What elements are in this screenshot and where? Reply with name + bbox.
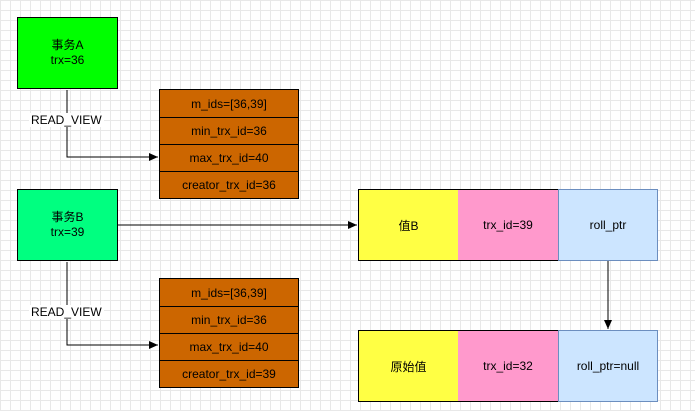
connector-a-readview bbox=[66, 90, 158, 161]
record-current-roll-ptr: roll_ptr bbox=[558, 189, 658, 261]
record-original-roll-ptr: roll_ptr=null bbox=[558, 330, 658, 402]
record-current-trx-id: trx_id=39 bbox=[458, 189, 558, 261]
read-view-b-m-ids: m_ids=[36,39] bbox=[159, 278, 299, 307]
transaction-b-trx: trx=39 bbox=[50, 225, 85, 239]
record-original-value: 原始值 bbox=[358, 330, 458, 402]
read-view-b-min-trx-id: min_trx_id=36 bbox=[159, 306, 299, 334]
read-view-b-label: READ_VIEW bbox=[29, 305, 104, 319]
connector-b-readview bbox=[66, 262, 158, 349]
record-original-trx-id: trx_id=32 bbox=[458, 330, 558, 402]
read-view-b-max-trx-id: max_trx_id=40 bbox=[159, 333, 299, 361]
transaction-b-node[interactable]: 事务B trx=39 bbox=[17, 189, 118, 261]
read-view-a-max-trx-id: max_trx_id=40 bbox=[159, 144, 299, 172]
read-view-b-creator-trx-id: creator_trx_id=39 bbox=[159, 360, 299, 388]
read-view-a-creator-trx-id: creator_trx_id=36 bbox=[159, 171, 299, 199]
transaction-b-name: 事务B bbox=[51, 210, 84, 224]
read-view-a-m-ids: m_ids=[36,39] bbox=[159, 89, 299, 118]
record-current-value: 值B bbox=[358, 189, 458, 261]
transaction-a-name: 事务A bbox=[51, 38, 84, 52]
read-view-a-min-trx-id: min_trx_id=36 bbox=[159, 117, 299, 145]
transaction-a-node[interactable]: 事务A trx=36 bbox=[17, 17, 118, 89]
read-view-a-label: READ_VIEW bbox=[29, 113, 104, 127]
transaction-a-trx: trx=36 bbox=[50, 53, 85, 67]
